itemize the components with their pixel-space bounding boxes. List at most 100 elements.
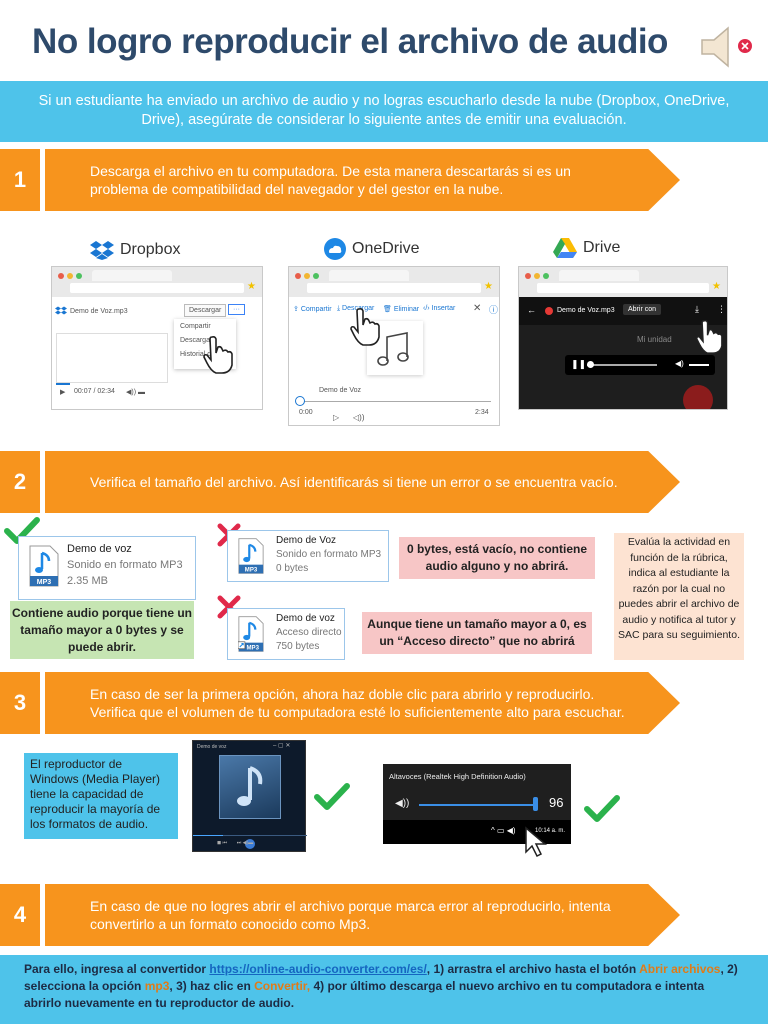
menu-item-history[interactable]: Historial de: [180, 351, 216, 358]
dropbox-preview: [56, 333, 168, 383]
volume-slider-track[interactable]: [419, 804, 537, 806]
file-size: 2.35 MB: [67, 575, 108, 587]
svg-text:MP3: MP3: [247, 646, 260, 652]
green-check-icon: [314, 783, 350, 810]
file-card-shortcut: MP3 Demo de voz Acceso directo 750 bytes: [227, 608, 345, 660]
drive-file-name: Demo de Voz.mp3: [557, 307, 615, 314]
menu-item-download[interactable]: Descargar: [180, 337, 213, 344]
onedrive-label: OneDrive: [324, 238, 420, 260]
note-media-player: El reproductor de Windows (Media Player)…: [24, 753, 178, 839]
onedrive-volume-icon[interactable]: ◁)): [353, 413, 365, 422]
file-type: Sonido en formato MP3: [276, 549, 382, 560]
step-2-text: Verifica el tamaño del archivo. Así iden…: [45, 451, 680, 513]
dropbox-browser: ★ Demo de Voz.mp3 Descargar ··· Comparti…: [51, 266, 263, 410]
note-valid-audio: Contiene audio porque tiene un tamaño ma…: [10, 601, 194, 659]
google-drive-icon: [553, 238, 577, 258]
drive-volume-icon[interactable]: ◀): [675, 359, 684, 368]
hand-cursor-icon: [696, 319, 723, 354]
dropbox-more-button[interactable]: ···: [228, 304, 245, 315]
step-1-text: Descarga el archivo en tu computadora. D…: [45, 149, 680, 211]
file-type: Sonido en formato MP3: [67, 559, 183, 571]
green-check-icon: [4, 517, 40, 544]
file-card-valid: MP3 Demo de voz Sonido en formato MP3 2.…: [18, 536, 196, 600]
menu-item-share[interactable]: Compartir: [180, 323, 211, 330]
volume-panel: Altavoces (Realtek High Definition Audio…: [383, 764, 571, 844]
onedrive-icon: [324, 238, 346, 260]
drive-pause-icon[interactable]: ❚❚: [571, 359, 587, 369]
step-4-text: En caso de que no logres abrir el archiv…: [45, 884, 680, 946]
music-note-icon: [377, 332, 409, 366]
mouse-pointer-icon: [525, 826, 548, 858]
dropbox-time: 00:07 / 02:34: [74, 388, 115, 395]
step-1-number: 1: [0, 149, 40, 211]
drive-label-text: Drive: [583, 239, 621, 256]
dropbox-play-icon[interactable]: ▶: [60, 389, 66, 396]
drive-label: Drive: [553, 238, 620, 258]
media-player-title: Demo de voz: [197, 744, 227, 750]
file-name: Demo de voz: [276, 613, 335, 624]
open-files-label: Abrir archivos: [639, 962, 721, 976]
hand-cursor-icon: [203, 335, 233, 374]
drive-my-unit: Mi unidad: [637, 335, 672, 344]
step-2-number: 2: [0, 451, 40, 513]
note-evaluate: Evalúa la actividad en función de la rúb…: [614, 533, 744, 660]
drive-open-with[interactable]: Abrir con: [623, 304, 662, 315]
onedrive-time-start: 0:00: [299, 409, 313, 416]
audio-device-name: Altavoces (Realtek High Definition Audio…: [389, 772, 526, 781]
mp3-option-label: mp3: [144, 979, 170, 993]
tray-icons[interactable]: ^ ▭ ◀): [491, 826, 516, 835]
file-card-empty: MP3 Demo de Voz Sonido en formato MP3 0 …: [227, 530, 389, 582]
media-player-controls[interactable]: ◼ ⏮ ⏭ ◀)▬: [217, 840, 254, 846]
onedrive-close-icon[interactable]: ✕: [473, 303, 482, 314]
drive-browser: ★ ← Demo de Voz.mp3 Abrir con ⤓ ⋮ Mi uni…: [518, 266, 728, 410]
hand-cursor-icon: [350, 307, 380, 346]
dropbox-file-name: Demo de Voz.mp3: [70, 308, 128, 315]
dropbox-download-button[interactable]: Descargar: [184, 304, 227, 317]
page-title: No logro reproducir el archivo de audio: [32, 22, 668, 61]
dropbox-label-text: Dropbox: [120, 241, 181, 258]
onedrive-embed[interactable]: ‹/› Insertar: [423, 305, 456, 312]
drive-seek-handle[interactable]: [587, 361, 594, 368]
onedrive-time-end: 2:34: [475, 409, 489, 416]
media-player-play-button[interactable]: [245, 839, 255, 849]
svg-text:MP3: MP3: [37, 579, 52, 586]
window-controls[interactable]: – ▢ ✕: [273, 743, 291, 749]
mp3-shortcut-icon: MP3: [238, 616, 264, 652]
drive-more-icon[interactable]: ⋮: [717, 304, 726, 314]
dropbox-small-icon: [55, 306, 67, 315]
convert-label: Convertir,: [254, 979, 311, 993]
footer-instructions: Para ello, ingresa al convertidor https:…: [0, 955, 768, 1024]
dropbox-label: Dropbox: [90, 240, 180, 260]
speaker-icon[interactable]: ◀)): [395, 798, 410, 809]
file-type: Acceso directo: [276, 627, 342, 638]
step-3-number: 3: [0, 672, 40, 734]
dropbox-menu: Compartir Descargar Historial de: [174, 319, 236, 369]
dropbox-icon: [90, 241, 114, 260]
media-player-window: Demo de voz – ▢ ✕ ◼ ⏮ ⏭ ◀)▬: [192, 740, 307, 852]
note-shortcut-file: Aunque tiene un tamaño mayor a 0, es un …: [362, 612, 592, 654]
album-art: [219, 755, 281, 819]
volume-level: 96: [549, 795, 564, 810]
taskbar-clock: 10:14 a. m.: [535, 828, 566, 834]
volume-slider-thumb[interactable]: [533, 797, 538, 811]
note-empty-file: 0 bytes, está vacío, no contiene audio a…: [399, 537, 595, 579]
drive-audio-player: ❚❚ ◀): [565, 355, 715, 375]
step-4-number: 4: [0, 884, 40, 946]
converter-link[interactable]: https://online-audio-converter.com/es/: [209, 962, 427, 976]
onedrive-label-text: OneDrive: [352, 240, 420, 257]
file-name: Demo de voz: [67, 543, 132, 555]
drive-download-icon[interactable]: ⤓: [695, 304, 699, 314]
speaker-muted-icon: [701, 26, 752, 68]
onedrive-info-icon[interactable]: ⓘ: [489, 305, 499, 315]
file-size: 750 bytes: [276, 641, 320, 652]
svg-text:MP3: MP3: [245, 568, 258, 574]
mp3-file-icon: MP3: [238, 538, 264, 574]
onedrive-seek-handle[interactable]: [295, 396, 305, 406]
intro-banner: Si un estudiante ha enviado un archivo d…: [0, 81, 768, 142]
onedrive-share[interactable]: ⇪ Compartir: [293, 306, 332, 313]
onedrive-delete[interactable]: 🗑 Eliminar: [383, 306, 420, 313]
onedrive-play-icon[interactable]: ▷: [333, 413, 340, 422]
dropbox-volume-icon[interactable]: ◀)) ▬: [126, 389, 145, 396]
onedrive-browser: ★ ⇪ Compartir ⤓ Descargar 🗑 Eliminar ‹/›…: [288, 266, 500, 426]
drive-back-icon[interactable]: ←: [527, 305, 536, 315]
